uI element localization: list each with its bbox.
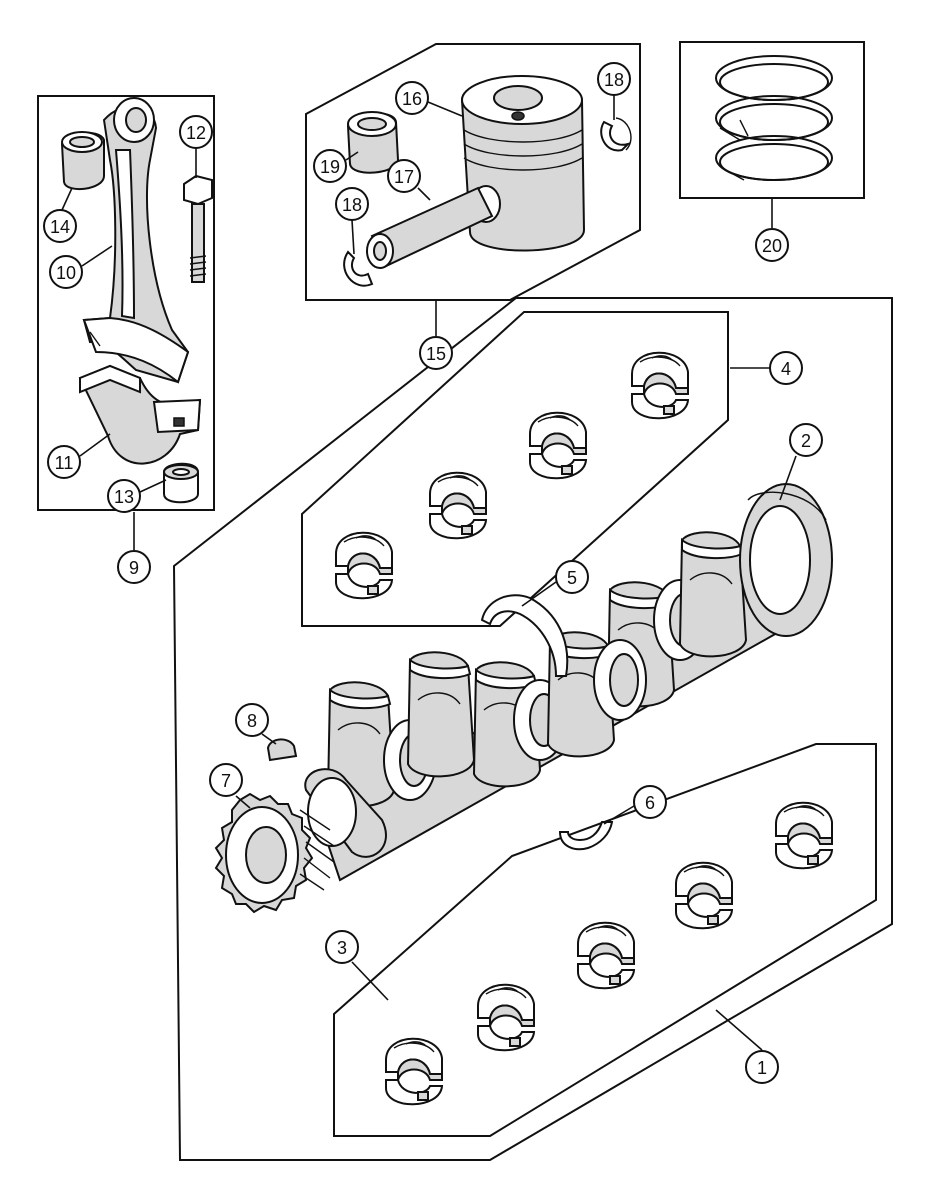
callout-19: 19 xyxy=(313,149,347,183)
callout-18a: 18 xyxy=(335,187,369,221)
thrust-washer-upper xyxy=(480,594,569,677)
callout-8: 8 xyxy=(235,703,269,737)
callout-6: 6 xyxy=(633,785,667,819)
callout-label: 14 xyxy=(50,217,70,237)
callout-circle xyxy=(755,228,789,262)
callout-label: 11 xyxy=(55,453,74,473)
callout-label: 6 xyxy=(645,793,655,813)
callout-circle xyxy=(419,336,453,370)
upper-bearing-3 xyxy=(529,411,587,480)
crankshaft-group-frame xyxy=(172,297,893,1161)
callout-9: 9 xyxy=(117,550,151,584)
callout-label: 17 xyxy=(394,167,414,187)
callout-label: 18 xyxy=(342,195,362,215)
lower-bearing-1 xyxy=(385,1037,443,1106)
callout-circle xyxy=(47,445,81,479)
callout-label: 4 xyxy=(781,359,791,379)
callout-circle xyxy=(745,1050,779,1084)
callout-label: 12 xyxy=(186,123,206,143)
callout-circle xyxy=(179,115,213,149)
small-end-bush xyxy=(60,131,105,191)
upper-bearing-2 xyxy=(429,471,487,540)
callout-label: 19 xyxy=(320,157,340,177)
thrust-washer-lower xyxy=(558,821,614,851)
lower-bearing-2 xyxy=(477,983,535,1052)
woodruff-key xyxy=(266,738,298,762)
callout-label: 10 xyxy=(56,263,76,283)
callout-circle xyxy=(395,81,429,115)
callout-11: 11 xyxy=(47,445,81,479)
callout-15: 15 xyxy=(419,336,453,370)
crank-gear xyxy=(214,792,335,914)
callout-label: 1 xyxy=(757,1058,767,1078)
callout-label: 9 xyxy=(129,558,139,578)
lower-bearing-4 xyxy=(675,861,733,930)
upper-bearing-1 xyxy=(335,531,393,600)
callout-18b: 18 xyxy=(597,62,631,96)
callout-14: 14 xyxy=(43,209,77,243)
crankshaft-flange xyxy=(739,483,833,637)
leader-lines xyxy=(61,95,797,1051)
upper-bearing-4 xyxy=(631,351,689,420)
callout-circle xyxy=(209,763,243,797)
callout-label: 15 xyxy=(426,344,446,364)
rod-cap xyxy=(78,364,202,465)
conrod-group-frame xyxy=(37,95,215,511)
callout-5: 5 xyxy=(555,560,589,594)
callout-circle xyxy=(313,149,347,183)
callout-1: 1 xyxy=(745,1050,779,1084)
callout-circle xyxy=(789,423,823,457)
callout-label: 8 xyxy=(247,711,257,731)
callout-4: 4 xyxy=(769,351,803,385)
rod-bolt xyxy=(183,174,213,283)
callout-13: 13 xyxy=(107,479,141,513)
callout-label: 16 xyxy=(402,89,422,109)
callout-circle xyxy=(235,703,269,737)
callout-circle xyxy=(107,479,141,513)
callout-circle xyxy=(335,187,369,221)
callout-3: 3 xyxy=(325,930,359,964)
piston xyxy=(460,75,586,252)
callout-circle xyxy=(117,550,151,584)
callout-17: 17 xyxy=(387,159,421,193)
piston-ring-set xyxy=(715,55,833,181)
callout-circle xyxy=(43,209,77,243)
callout-circle xyxy=(769,351,803,385)
callout-circle xyxy=(325,930,359,964)
crankshaft-nose xyxy=(304,768,387,858)
lower-bearing-3 xyxy=(577,921,635,990)
piston-group-frame xyxy=(305,43,641,301)
callout-label: 7 xyxy=(221,771,231,791)
callout-12: 12 xyxy=(179,115,213,149)
callout-7: 7 xyxy=(209,763,243,797)
callout-circle xyxy=(387,159,421,193)
rod-nut xyxy=(163,462,199,504)
callout-20: 20 xyxy=(755,228,789,262)
upper-bearing-set-frame xyxy=(301,311,729,627)
pin-circlip-right xyxy=(600,117,632,152)
callout-circle xyxy=(49,255,83,289)
callout-10: 10 xyxy=(49,255,83,289)
callout-circle xyxy=(555,560,589,594)
callout-circle xyxy=(633,785,667,819)
callout-circle xyxy=(597,62,631,96)
connecting-rod xyxy=(82,97,190,384)
pin-circlip-left xyxy=(343,250,374,287)
callout-16: 16 xyxy=(395,81,429,115)
piston-pin xyxy=(366,186,494,269)
ring-set-frame xyxy=(679,41,865,199)
callout-label: 13 xyxy=(114,487,134,507)
callout-2: 2 xyxy=(789,423,823,457)
piston-pin-bush xyxy=(346,111,400,174)
callout-label: 20 xyxy=(762,236,782,256)
callout-label: 18 xyxy=(604,70,624,90)
callout-label: 5 xyxy=(567,568,577,588)
lower-bearing-5 xyxy=(775,801,833,870)
callout-label: 3 xyxy=(337,938,347,958)
callout-label: 2 xyxy=(801,431,811,451)
